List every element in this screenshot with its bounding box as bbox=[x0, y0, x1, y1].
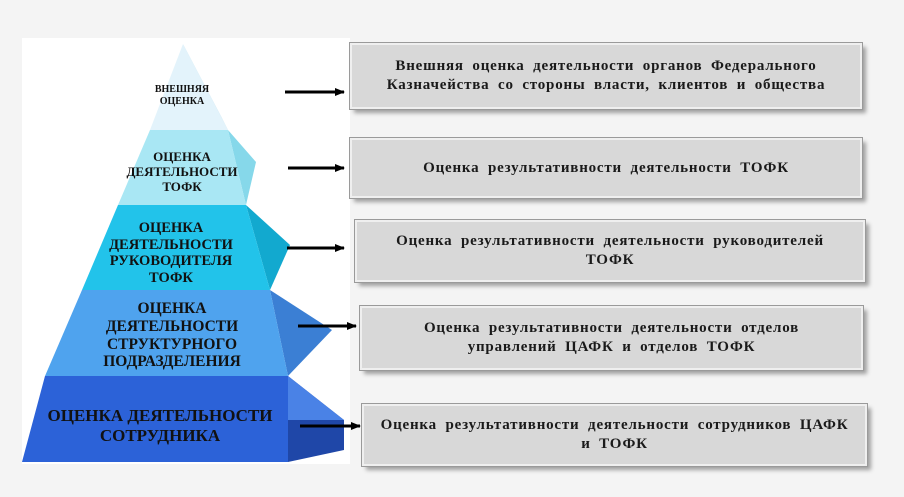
tier-2-label: ОЦЕНКА ДЕЯТЕЛЬНОСТИ ТОФК bbox=[126, 149, 238, 194]
tier-3-front-face bbox=[82, 205, 270, 290]
description-box-departments-performance: Оценка результативности деятельности отд… bbox=[359, 305, 864, 371]
description-box-external-evaluation: Внешняя оценка деятельности органов Феде… bbox=[349, 42, 863, 110]
description-box-tofk-performance: Оценка результативности деятельности ТОФ… bbox=[349, 137, 863, 199]
tier-4-label: ОЦЕНКА ДЕЯТЕЛЬНОСТИ СТРУКТУРНОГО ПОДРАЗД… bbox=[103, 300, 241, 371]
description-box-employees-performance: Оценка результативности деятельности сот… bbox=[361, 403, 868, 467]
tier-1-front-face bbox=[150, 44, 228, 130]
tier-4-right-face bbox=[270, 290, 332, 376]
description-box-managers-performance: Оценка результативности деятельности рук… bbox=[354, 219, 866, 283]
tier-3-label: ОЦЕНКА ДЕЯТЕЛЬНОСТИ РУКОВОДИТЕЛЯ ТОФК bbox=[109, 220, 233, 287]
tier-5-front-face bbox=[22, 376, 288, 462]
tier-5-label: ОЦЕНКА ДЕЯТЕЛЬНОСТИ СОТРУДНИКА bbox=[47, 406, 273, 445]
tier-2-front-face bbox=[118, 130, 246, 205]
tier-2-right-face bbox=[228, 130, 256, 205]
tier-1-label: ВНЕШНЯЯ ОЦЕНКА bbox=[154, 84, 210, 107]
tier-4-front-face bbox=[45, 290, 288, 376]
tier-3-right-face bbox=[246, 205, 290, 290]
